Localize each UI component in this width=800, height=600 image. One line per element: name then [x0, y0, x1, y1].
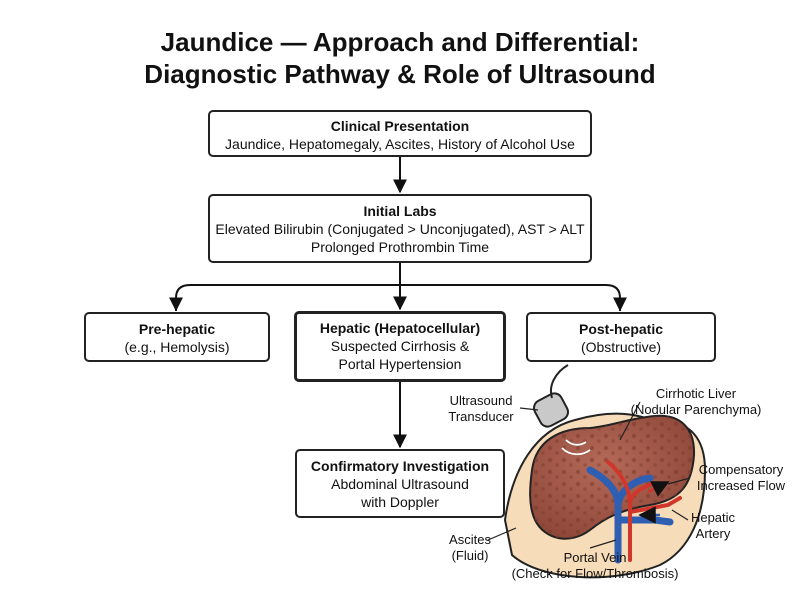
label-line: Transducer — [448, 409, 514, 424]
diagram-title-line-1: Jaundice — Approach and Differential: — [160, 27, 640, 57]
label-line: Hepatic — [690, 510, 736, 525]
node-heading: Confirmatory Investigation — [310, 458, 490, 474]
node-line: Abdominal Ultrasound — [331, 476, 469, 492]
label-line: Ascites — [449, 532, 491, 547]
label-hepatic-artery: Hepatic Artery — [680, 510, 746, 542]
label-line: Cirrhotic Liver — [655, 386, 737, 401]
label-line: (Check for Flow/Thrombosis) — [511, 566, 679, 581]
label-line: (Nodular Parenchyma) — [630, 402, 762, 417]
node-post-hepatic: Post-hepatic (Obstructive) — [526, 312, 716, 362]
label-compensatory-flow: Compensatory Increased Flow — [688, 462, 794, 494]
label-line: (Fluid) — [451, 548, 489, 563]
node-heading: Pre-hepatic — [138, 321, 216, 337]
node-confirmatory-investigation: Confirmatory Investigation Abdominal Ult… — [295, 449, 505, 518]
node-line: Suspected Cirrhosis & — [330, 338, 470, 354]
node-heading: Hepatic (Hepatocellular) — [319, 320, 481, 336]
label-cirrhotic-liver: Cirrhotic Liver (Nodular Parenchyma) — [626, 386, 766, 418]
label-portal-vein: Portal Vein (Check for Flow/Thrombosis) — [500, 550, 690, 582]
node-pre-hepatic: Pre-hepatic (e.g., Hemolysis) — [84, 312, 270, 362]
flow-arrow-red — [647, 480, 670, 497]
diagram-title-line-2: Diagnostic Pathway & Role of Ultrasound — [144, 59, 656, 89]
node-heading: Clinical Presentation — [330, 118, 470, 134]
node-hepatic: Hepatic (Hepatocellular) Suspected Cirrh… — [294, 311, 506, 382]
node-heading: Initial Labs — [363, 203, 437, 219]
node-line: Prolonged Prothrombin Time — [310, 239, 490, 255]
node-clinical-presentation: Clinical Presentation Jaundice, Hepatome… — [208, 110, 592, 157]
node-initial-labs: Initial Labs Elevated Bilirubin (Conjuga… — [208, 194, 592, 263]
leader-portal — [589, 539, 617, 549]
connector-labs-to-branches — [169, 263, 627, 312]
ultrasound-transducer-icon — [533, 364, 591, 456]
label-line: Increased Flow — [696, 478, 786, 493]
label-line: Ultrasound — [449, 393, 513, 408]
label-line: Compensatory — [698, 462, 784, 477]
node-line: with Doppler — [361, 494, 439, 510]
node-line: (Obstructive) — [580, 339, 662, 355]
node-line: Elevated Bilirubin (Conjugated > Unconju… — [215, 221, 585, 237]
leader-ascites — [487, 527, 517, 541]
label-ultrasound-transducer: Ultrasound Transducer — [436, 393, 526, 425]
leader-transducer — [519, 407, 539, 411]
node-line: (e.g., Hemolysis) — [124, 339, 230, 355]
leader-flow — [667, 477, 691, 485]
node-heading: Post-hepatic — [578, 321, 663, 337]
leader-liver — [619, 401, 641, 441]
label-line: Artery — [695, 526, 731, 541]
leader-artery — [671, 509, 689, 521]
node-line: Jaundice, Hepatomegaly, Ascites, History… — [225, 136, 575, 152]
label-line: Portal Vein — [563, 550, 627, 565]
label-ascites: Ascites (Fluid) — [440, 532, 500, 564]
liver-illustration — [487, 364, 707, 579]
node-line: Portal Hypertension — [338, 356, 462, 372]
